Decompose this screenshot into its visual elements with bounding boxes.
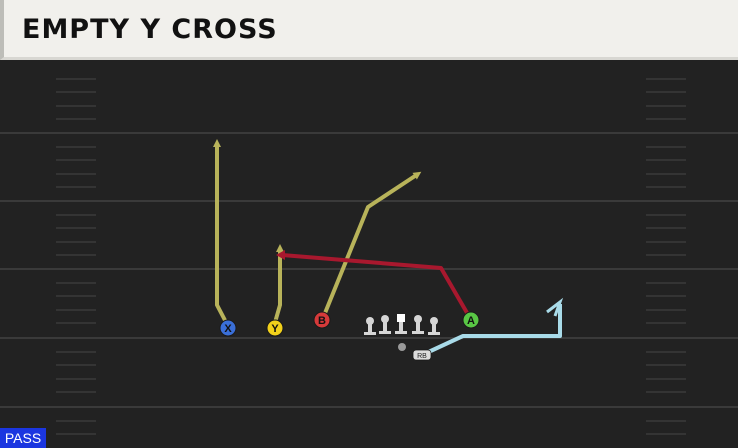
player-b[interactable]: B	[313, 311, 331, 329]
player-a-label: A	[467, 315, 475, 327]
yard-lines	[0, 132, 738, 408]
quarterback-marker	[398, 343, 406, 351]
x-route	[213, 139, 230, 327]
lineman-icon	[364, 317, 376, 335]
b-route	[321, 171, 422, 319]
field-svg: X Y B A RB	[0, 60, 738, 448]
field-background	[0, 60, 738, 448]
lineman-icon	[428, 317, 440, 335]
play-diagram: X Y B A RB	[0, 60, 738, 448]
lineman-icon	[412, 315, 424, 334]
a-route-arrow	[276, 250, 285, 260]
rb-route	[421, 304, 562, 357]
a-route	[281, 253, 472, 320]
center-icon	[395, 314, 407, 334]
play-title-bar: EMPTY Y CROSS	[0, 0, 738, 60]
player-rb-label: RB	[417, 353, 427, 360]
player-rb[interactable]: RB	[412, 349, 432, 361]
player-b-label: B	[318, 315, 326, 327]
offensive-line	[364, 314, 440, 335]
player-x[interactable]: X	[219, 319, 237, 337]
player-y[interactable]: Y	[266, 319, 284, 337]
rb-route-arrow	[546, 297, 564, 317]
lineman-icon	[379, 315, 391, 334]
y-route	[272, 244, 284, 327]
play-type-badge: PASS	[0, 428, 46, 448]
player-x-label: X	[224, 323, 232, 335]
play-title: EMPTY Y CROSS	[22, 14, 278, 45]
player-a[interactable]: A	[462, 311, 480, 329]
hash-marks	[56, 78, 686, 435]
player-y-label: Y	[271, 323, 279, 335]
